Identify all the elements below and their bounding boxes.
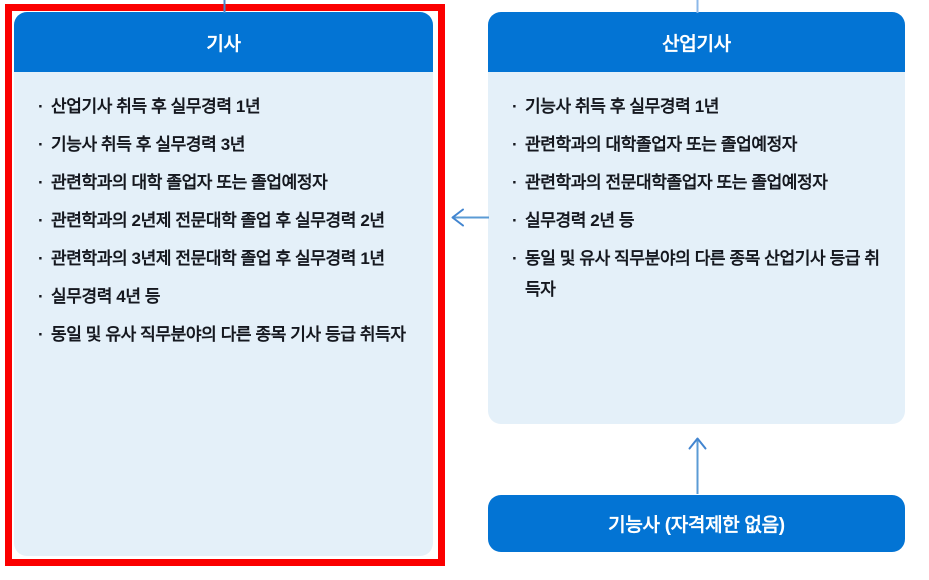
- requirement-text: 실무경력 4년 등: [51, 287, 161, 306]
- bullet-icon: ·: [512, 249, 518, 268]
- engineer-panel-body: · 산업기사 취득 후 실무경력 1년 · 기능사 취득 후 실무경력 3년 ·…: [14, 72, 433, 350]
- requirement-item: · 동일 및 유사 직무분야의 다른 종목 기사 등급 취득자: [38, 319, 411, 350]
- bullet-icon: ·: [512, 173, 518, 192]
- requirement-item: · 산업기사 취득 후 실무경력 1년: [38, 91, 411, 122]
- industrial-engineer-panel-header: 산업기사: [488, 12, 905, 72]
- requirement-item: · 기능사 취득 후 실무경력 3년: [38, 129, 411, 160]
- up-arrow-icon: [688, 437, 707, 494]
- requirement-text: 관련학과의 전문대학졸업자 또는 졸업예정자: [525, 173, 828, 192]
- requirement-item: · 기능사 취득 후 실무경력 1년: [512, 91, 883, 122]
- bullet-icon: ·: [38, 97, 44, 116]
- requirement-text: 관련학과의 3년제 전문대학 졸업 후 실무경력 1년: [51, 249, 385, 268]
- bullet-icon: ·: [512, 135, 518, 154]
- bullet-icon: ·: [38, 325, 44, 344]
- craftsman-node-label: 기능사 (자격제한 없음): [608, 515, 785, 536]
- bullet-icon: ·: [38, 135, 44, 154]
- requirement-item: · 관련학과의 대학졸업자 또는 졸업예정자: [512, 129, 883, 160]
- requirement-text: 동일 및 유사 직무분야의 다른 종목 산업기사 등급 취득자: [525, 249, 880, 299]
- industrial-engineer-panel-title: 산업기사: [662, 33, 731, 55]
- bullet-icon: ·: [38, 287, 44, 306]
- requirement-item: · 관련학과의 대학 졸업자 또는 졸업예정자: [38, 167, 411, 198]
- requirement-text: 관련학과의 대학 졸업자 또는 졸업예정자: [51, 173, 328, 192]
- requirement-text: 관련학과의 2년제 전문대학 졸업 후 실무경력 2년: [51, 211, 385, 230]
- requirement-item: · 관련학과의 3년제 전문대학 졸업 후 실무경력 1년: [38, 243, 411, 274]
- requirement-item: · 실무경력 4년 등: [38, 281, 411, 312]
- engineer-panel: 기사 · 산업기사 취득 후 실무경력 1년 · 기능사 취득 후 실무경력 3…: [14, 12, 433, 556]
- engineer-panel-header: 기사: [14, 12, 433, 72]
- bullet-icon: ·: [512, 97, 518, 116]
- requirement-item: · 관련학과의 전문대학졸업자 또는 졸업예정자: [512, 167, 883, 198]
- requirement-text: 실무경력 2년 등: [525, 211, 635, 230]
- requirement-text: 관련학과의 대학졸업자 또는 졸업예정자: [525, 135, 798, 154]
- bullet-icon: ·: [38, 211, 44, 230]
- industrial-engineer-panel-body: · 기능사 취득 후 실무경력 1년 · 관련학과의 대학졸업자 또는 졸업예정…: [488, 72, 905, 305]
- requirement-item: · 실무경력 2년 등: [512, 205, 883, 236]
- bullet-icon: ·: [512, 211, 518, 230]
- requirement-text: 기능사 취득 후 실무경력 1년: [525, 97, 719, 116]
- left-arrow-icon: [451, 208, 489, 227]
- requirement-text: 기능사 취득 후 실무경력 3년: [51, 135, 245, 154]
- bullet-icon: ·: [38, 249, 44, 268]
- requirement-text: 동일 및 유사 직무분야의 다른 종목 기사 등급 취득자: [51, 325, 406, 344]
- requirement-text: 산업기사 취득 후 실무경력 1년: [51, 97, 261, 116]
- requirement-item: · 동일 및 유사 직무분야의 다른 종목 산업기사 등급 취득자: [512, 243, 883, 305]
- engineer-panel-title: 기사: [206, 33, 241, 55]
- bullet-icon: ·: [38, 173, 44, 192]
- craftsman-node: 기능사 (자격제한 없음): [488, 495, 905, 552]
- requirement-item: · 관련학과의 2년제 전문대학 졸업 후 실무경력 2년: [38, 205, 411, 236]
- industrial-engineer-panel: 산업기사 · 기능사 취득 후 실무경력 1년 · 관련학과의 대학졸업자 또는…: [488, 12, 905, 424]
